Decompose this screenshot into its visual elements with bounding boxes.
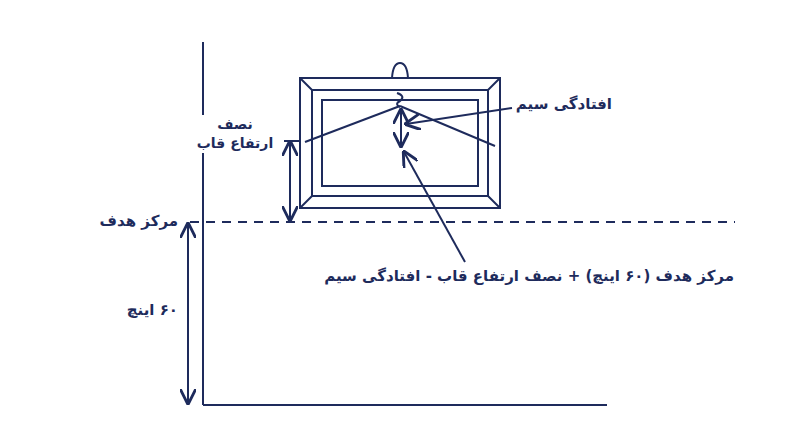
hanger-loop [392,63,408,78]
formula-label: مرکز هدف (۶۰ اینچ) + نصف ارتفاع قاب - اف… [322,266,736,286]
target-line [190,221,735,223]
wire [305,106,400,142]
wire-sag-label: افتادگی سیم [514,94,614,114]
dimension-tick [284,140,300,142]
leader-line [406,108,512,124]
leader-line [404,152,465,262]
frame-corner [300,196,312,208]
frame-corner [300,78,312,90]
floor-line [203,404,607,406]
frame-corner [488,78,500,90]
frame-middle [312,90,488,196]
sag-dimension [400,110,402,146]
height-dimension [187,224,189,403]
frame-outer [300,78,500,208]
frame-inner [322,100,478,186]
target-center-label: مرکز هدف [98,211,180,231]
half-height-dimension [289,142,291,220]
half-height-label: نصف ارتفاع قاب [194,115,276,153]
frame-corner [488,196,500,208]
hook [397,93,402,107]
height-label: ۶۰ اینچ [125,300,180,320]
wall-line [202,42,204,405]
